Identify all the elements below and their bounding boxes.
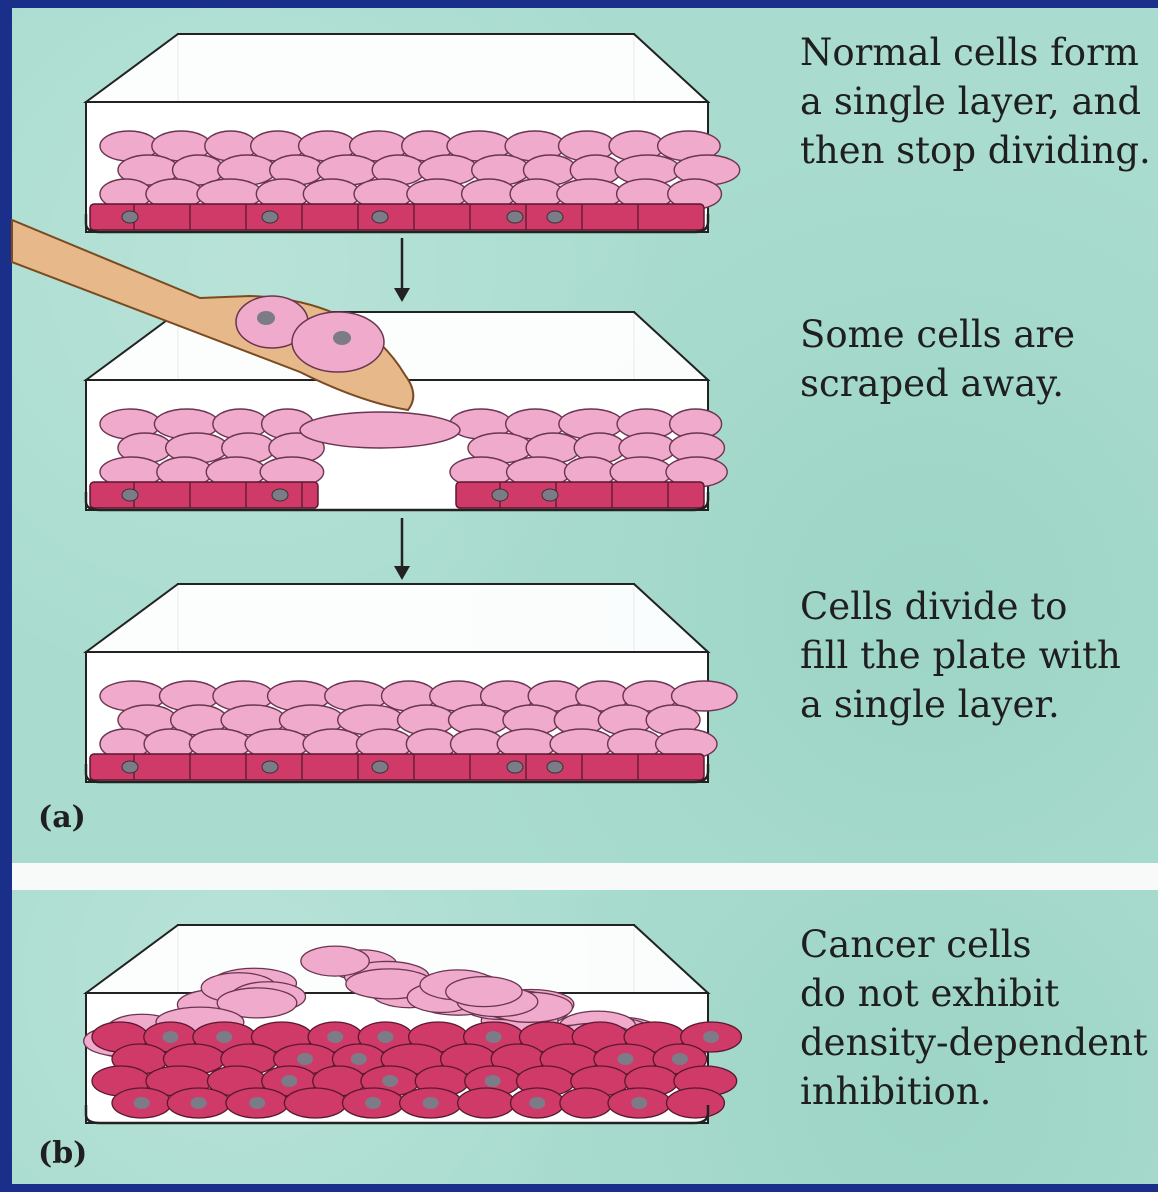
dish-rim	[86, 584, 708, 652]
arrow-head	[394, 288, 410, 302]
caption-cancer-cells: Cancer cells do not exhibit density-depe…	[800, 920, 1148, 1116]
nucleus	[547, 211, 563, 223]
nucleus	[257, 311, 275, 325]
cancer-cell	[284, 1088, 346, 1118]
dish-rim	[86, 34, 708, 102]
nucleus	[382, 1075, 398, 1087]
arrow-head	[394, 566, 410, 580]
nucleus	[162, 1031, 178, 1043]
nucleus	[372, 211, 388, 223]
caption-scraped: Some cells are scraped away.	[800, 310, 1075, 408]
nucleus	[134, 1097, 150, 1109]
panel-label-b: (b)	[38, 1136, 87, 1171]
nucleus	[333, 331, 351, 345]
cell	[446, 977, 522, 1007]
nucleus	[327, 1031, 343, 1043]
cancer-cell	[667, 1088, 725, 1118]
nucleus	[249, 1097, 265, 1109]
basal-cell-strip	[90, 204, 704, 230]
nucleus	[216, 1031, 232, 1043]
nucleus	[122, 761, 138, 773]
cell	[301, 946, 369, 976]
nucleus	[618, 1053, 634, 1065]
nucleus	[281, 1075, 297, 1087]
cancer-cell	[458, 1088, 515, 1118]
nucleus	[486, 1031, 502, 1043]
nucleus	[507, 761, 523, 773]
nucleus	[492, 489, 508, 501]
nucleus	[297, 1053, 313, 1065]
down-arrow-1	[394, 238, 410, 302]
nucleus	[365, 1097, 381, 1109]
nucleus	[122, 211, 138, 223]
nucleus	[485, 1075, 501, 1087]
nucleus	[272, 489, 288, 501]
nucleus	[262, 211, 278, 223]
nucleus	[529, 1097, 545, 1109]
cell	[300, 412, 460, 448]
panel-label-a: (a)	[38, 800, 86, 835]
nucleus	[423, 1097, 439, 1109]
nucleus	[372, 761, 388, 773]
nucleus	[542, 489, 558, 501]
nucleus	[262, 761, 278, 773]
dish-cancer-multilayer	[84, 925, 742, 1123]
nucleus	[703, 1031, 719, 1043]
nucleus	[351, 1053, 367, 1065]
nucleus	[377, 1031, 393, 1043]
dish-scraped	[86, 312, 727, 510]
nucleus	[547, 761, 563, 773]
nucleus	[672, 1053, 688, 1065]
cancer-cell	[560, 1088, 612, 1118]
basal-cell-strip	[90, 754, 704, 780]
dish-regrown-monolayer	[86, 584, 737, 782]
nucleus	[507, 211, 523, 223]
down-arrow-2	[394, 518, 410, 580]
nucleus	[631, 1097, 647, 1109]
caption-normal-cells: Normal cells form a single layer, and th…	[800, 28, 1151, 175]
nucleus	[122, 489, 138, 501]
nucleus	[191, 1097, 207, 1109]
dish-confluent-monolayer	[86, 34, 740, 232]
caption-divide: Cells divide to fill the plate with a si…	[800, 582, 1121, 729]
